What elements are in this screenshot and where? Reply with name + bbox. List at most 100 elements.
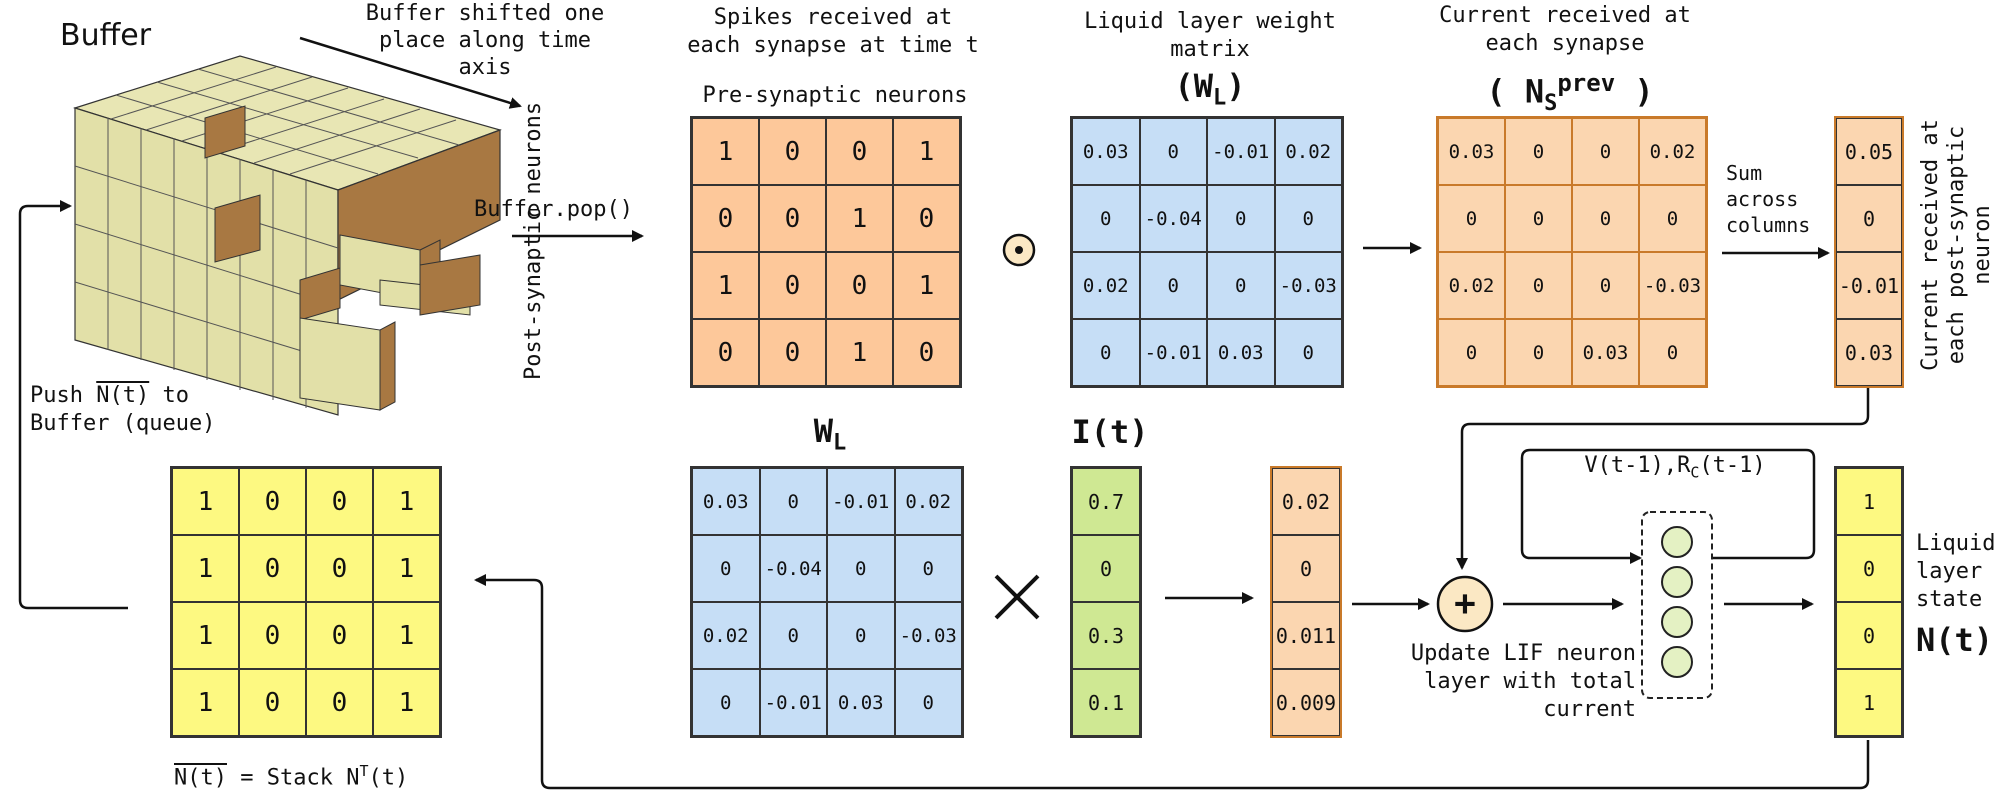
matrix-cell: 1 (692, 252, 759, 319)
matrix-cell: 1 (826, 319, 893, 386)
matrix-cell: 0 (1139, 252, 1207, 319)
matrix-cell: 0.02 (1274, 118, 1342, 185)
matrix-cell: 0.03 (1207, 319, 1275, 386)
buffer-title: Buffer (60, 18, 152, 53)
matrix-cell: 0.03 (1572, 319, 1639, 386)
matrix-cell: 0 (1505, 118, 1572, 185)
current-matrix: 0.03 0 0 0.02 0 0 0 0 0.02 0 0 -0.03 0 0… (1436, 116, 1708, 388)
matrix-cell: 0 (759, 468, 827, 535)
matrix-cell: 0 (239, 468, 306, 535)
matrix-cell: 0 (759, 118, 826, 185)
vector-cell: 0.02 (1272, 468, 1340, 535)
matrix-cell: 0 (893, 185, 960, 252)
matrix-cell: 0 (1072, 185, 1140, 252)
matrix-cell: 0.03 (827, 669, 895, 736)
input-vector: 0.7 0 0.3 0.1 (1070, 466, 1142, 738)
vector-cell: 0.011 (1272, 602, 1340, 669)
current-symbol: ( NSprev ) (1486, 69, 1654, 117)
matrix-cell: 0 (1639, 185, 1706, 252)
matrix-cell: 0.03 (692, 468, 760, 535)
matrix-cell: 1 (692, 118, 759, 185)
matrix-cell: 0 (306, 535, 373, 602)
matrix-cell: 0 (1639, 319, 1706, 386)
spikes-matrix: 1 0 0 1 0 0 1 0 1 0 0 1 0 0 1 0 (690, 116, 962, 388)
matrix-cell: 1 (172, 669, 239, 736)
matrix-cell: 1 (893, 252, 960, 319)
matrix-cell: 0 (239, 602, 306, 669)
matrix-cell: 0 (893, 319, 960, 386)
matrix-cell: 0 (1274, 185, 1342, 252)
weights-symbol: (WL) (1174, 67, 1246, 111)
matrix-cell: -0.04 (1139, 185, 1207, 252)
matrix-cell: 1 (893, 118, 960, 185)
matrix-cell: 0 (1438, 185, 1505, 252)
stack-matrix: 1 0 0 1 1 0 0 1 1 0 0 1 1 0 0 1 (170, 466, 442, 738)
matrix-cell: 0 (759, 602, 827, 669)
matrix-cell: 1 (172, 602, 239, 669)
matrix-cell: 0 (1505, 185, 1572, 252)
matrix-cell: 0 (1438, 319, 1505, 386)
matrix-cell: 0 (1505, 319, 1572, 386)
matrix-cell: 1 (373, 468, 440, 535)
vector-cell: 1 (1836, 669, 1902, 736)
state-symbol: N(t) (1916, 621, 1994, 659)
vector-cell: 0 (1836, 535, 1902, 602)
matrix-cell: 0 (1572, 118, 1639, 185)
pre-synaptic-label: Pre-synaptic neurons (702, 83, 968, 108)
matrix-cell: 1 (172, 535, 239, 602)
stack-caption: N(t) = Stack NT(t) (174, 762, 409, 791)
matrix-cell: 0.02 (894, 468, 962, 535)
input-current-vector: 0.02 0 0.011 0.009 (1270, 466, 1342, 738)
vector-cell: 0.03 (1836, 319, 1902, 386)
matrix-cell: 0 (306, 602, 373, 669)
matrix-cell: 0 (692, 319, 759, 386)
matrix-cell: -0.04 (759, 535, 827, 602)
matrix-cell: -0.01 (759, 669, 827, 736)
buffer-3d-icon (72, 55, 502, 416)
matrix-cell: 0 (1207, 252, 1275, 319)
matrix-cell: 1 (826, 185, 893, 252)
matrix-cell: 0 (239, 669, 306, 736)
feedback-label: V(t-1),RC(t-1) (1584, 453, 1766, 482)
matrix-cell: 0 (894, 669, 962, 736)
matrix-cell: 1 (373, 669, 440, 736)
matrix-cell: -0.01 (827, 468, 895, 535)
vector-cell: -0.01 (1836, 252, 1902, 319)
matrix-cell: -0.03 (1274, 252, 1342, 319)
matrix-cell: -0.01 (1207, 118, 1275, 185)
plus-symbol: + (1454, 583, 1476, 624)
sum-operator-icon (1436, 575, 1494, 633)
matrix-cell: 0 (692, 185, 759, 252)
matrix-cell: 0.03 (1072, 118, 1140, 185)
lower-weights-symbol: WL (813, 412, 847, 456)
matrix-cell: 0.02 (1438, 252, 1505, 319)
matrix-cell: 0 (1072, 319, 1140, 386)
matrix-cell: 0 (894, 535, 962, 602)
weights-matrix: 0.03 0 -0.01 0.02 0 -0.04 0 0 0.02 0 0 -… (1070, 116, 1344, 388)
post-synaptic-label: Post-synaptic neurons (521, 101, 546, 380)
matrix-cell: 0 (1207, 185, 1275, 252)
vector-cell: 0.1 (1072, 669, 1140, 736)
matrix-cell: -0.03 (894, 602, 962, 669)
matrix-cell: 0.02 (1639, 118, 1706, 185)
matrix-cell: 0.03 (1438, 118, 1505, 185)
vector-cell: 0 (1072, 535, 1140, 602)
matrix-cell: 0 (1139, 118, 1207, 185)
state-vector: 1 0 0 1 (1834, 466, 1904, 738)
input-symbol: I(t) (1071, 413, 1149, 451)
vector-cell: 0 (1272, 535, 1340, 602)
matrix-cell: 0.02 (1072, 252, 1140, 319)
lower-weights-matrix: 0.03 0 -0.01 0.02 0 -0.04 0 0 0.02 0 0 -… (690, 466, 964, 738)
matrix-cell: -0.03 (1639, 252, 1706, 319)
matrix-cell: 0.02 (692, 602, 760, 669)
matrix-cell: 0 (826, 118, 893, 185)
vector-cell: 1 (1836, 468, 1902, 535)
matrix-cell: 0 (759, 252, 826, 319)
